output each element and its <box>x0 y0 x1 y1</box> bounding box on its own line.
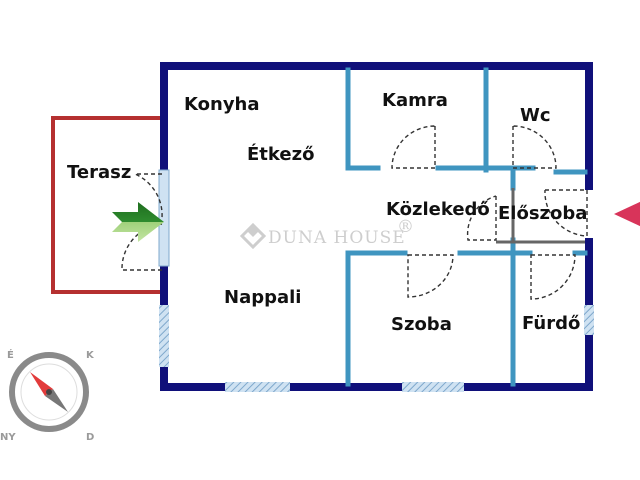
compass-south: D <box>86 432 94 443</box>
terrace-outline <box>51 116 160 294</box>
compass-north: É <box>7 348 14 361</box>
room-label-etkezo: Étkező <box>247 143 314 165</box>
duna-house-watermark: DUNA HOUSE ® <box>239 217 415 250</box>
room-label-szoba: Szoba <box>391 314 452 335</box>
compass-west: NY <box>0 432 16 443</box>
room-label-terasz: Terasz <box>67 162 131 183</box>
room-label-kamra: Kamra <box>382 90 448 111</box>
room-label-konyha: Konyha <box>184 94 260 115</box>
door-swings <box>121 125 588 300</box>
room-label-kozlekedo: Közlekedő <box>386 199 490 220</box>
inner-walls <box>345 67 588 387</box>
room-label-furdo: Fürdő <box>522 313 580 334</box>
watermark-mark: ® <box>397 217 415 237</box>
compass-east: K <box>86 350 95 361</box>
room-label-wc: Wc <box>520 105 551 126</box>
terrace-access-arrow-icon <box>112 202 164 242</box>
window-terrace-door <box>158 169 170 267</box>
window-furdo-right <box>584 305 594 335</box>
entrance-arrow-icon <box>614 201 640 227</box>
window-szoba-bottom <box>402 382 464 392</box>
watermark-brand: DUNA HOUSE <box>268 228 406 248</box>
room-label-eloszoba: Előszoba <box>498 203 587 224</box>
compass-icon: É K D NY <box>0 348 95 443</box>
room-label-nappali: Nappali <box>224 287 301 308</box>
window-nappali-left <box>159 305 169 367</box>
window-entrance-gap <box>584 190 594 238</box>
window-nappali-bottom <box>225 382 290 392</box>
